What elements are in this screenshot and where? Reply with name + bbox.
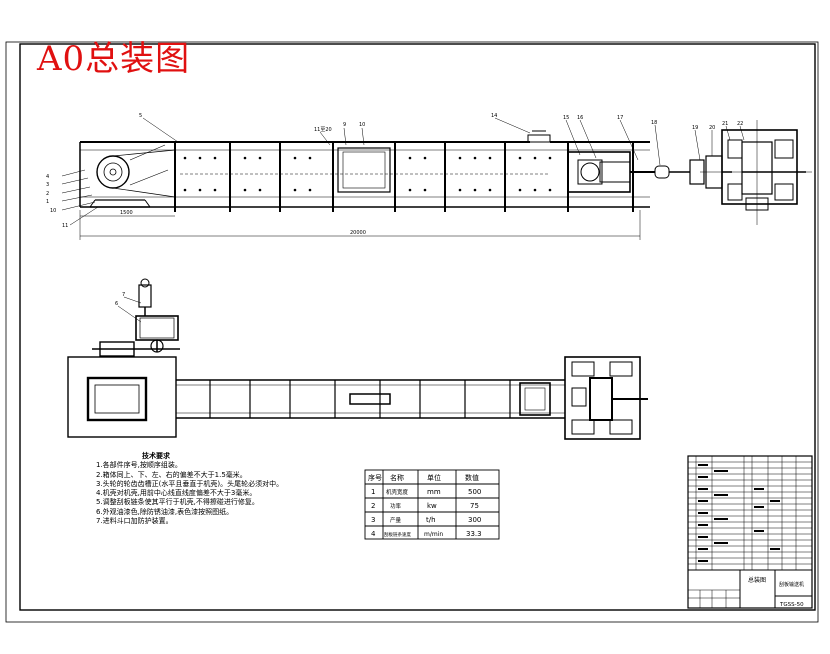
callout-1: 1 (46, 199, 49, 205)
technical-requirements: 技术要求 1.各部件序号,按顺序组装。 2.箱体同上、下、左、右的偏差不大于1.… (96, 452, 283, 526)
parts-list-marks (698, 464, 780, 562)
drawing-number: TGSS-50 (779, 602, 804, 608)
callout-17: 17 (617, 115, 623, 121)
callout-6: 6 (115, 301, 118, 307)
title-block-text: 总装图 刮板输送机 TGSS-50 (748, 576, 804, 608)
spec-row3-no: 3 (371, 516, 375, 524)
outer-frame (5, 41, 819, 623)
dim-20000: 20000 (350, 230, 366, 236)
spec-row2-no: 2 (371, 502, 375, 510)
callout-5: 5 (139, 113, 142, 119)
inner-frame (19, 43, 816, 611)
callout-11-20: 11至20 (314, 127, 332, 133)
callout-2: 2 (46, 191, 49, 197)
spec-row2-value: 75 (470, 502, 479, 510)
spec-header-value: 数值 (465, 473, 479, 482)
tech-req-item: 1.各部件序号,按顺序组装。 (96, 461, 182, 470)
spec-table-text: 序号 名称 单位 数值 1 机壳宽度 mm 500 2 功率 kw 75 3 产… (368, 473, 482, 538)
callout-10b: 10 (359, 122, 365, 128)
sheet-title: A0总装图 (37, 39, 191, 79)
dim-1500: 1500 (120, 210, 133, 216)
callout-3: 3 (46, 182, 49, 188)
spec-row1-name: 机壳宽度 (386, 488, 409, 496)
spec-row3-name: 产量 (390, 516, 402, 524)
part-name: 刮板输送机 (779, 581, 804, 588)
top-view-callouts: 4 3 2 1 10 11 5 11至20 9 10 14 15 16 17 1… (46, 113, 743, 236)
callout-7: 7 (122, 292, 125, 298)
callout-22: 22 (737, 121, 743, 127)
drawing-name: 总装图 (748, 576, 766, 584)
spec-header-no: 序号 (368, 473, 382, 482)
plan-view (67, 278, 648, 440)
spec-row4-name: 刮板链条速度 (384, 531, 411, 538)
callout-20: 20 (709, 125, 715, 131)
spec-header-unit: 单位 (427, 473, 441, 482)
callout-11: 11 (62, 223, 68, 229)
spec-row2-name: 功率 (390, 502, 402, 510)
callout-19: 19 (692, 125, 698, 131)
tech-req-item: 4.机壳对机壳,用前中心线直线度偏差不大于3毫米。 (96, 489, 257, 498)
callout-18: 18 (651, 120, 657, 126)
callout-15: 15 (563, 115, 569, 121)
callout-9: 9 (343, 122, 346, 128)
tech-req-item: 3.头轮的轮齿齿槽正(水平且垂直于机壳)。头尾轮必须对中。 (96, 479, 284, 488)
spec-row4-unit: m/min (424, 531, 443, 538)
spec-header-name: 名称 (390, 473, 404, 482)
spec-row4-no: 4 (371, 530, 376, 538)
callout-21: 21 (722, 121, 728, 127)
tech-req-item: 6.外观油漆色,除防锈油漆,表色漆按照图纸。 (96, 507, 234, 516)
spec-row3-value: 300 (468, 516, 481, 524)
spec-table (364, 469, 500, 540)
tech-req-heading: 技术要求 (142, 452, 170, 460)
spec-row4-value: 33.3 (466, 530, 482, 538)
spec-row2-unit: kw (427, 502, 437, 510)
callout-14: 14 (491, 113, 497, 119)
plan-view-callouts: 7 6 (115, 292, 125, 307)
spec-row1-value: 500 (468, 488, 481, 496)
tech-req-item: 7.进料斗口加防护装置。 (96, 517, 173, 526)
callout-4: 4 (46, 174, 49, 180)
spec-row1-no: 1 (371, 488, 375, 496)
top-view (61, 117, 812, 240)
parts-list (687, 455, 813, 609)
tech-req-item: 5.调整刮板链条使其平行于机壳,不得擦碰进行修复。 (96, 498, 259, 507)
callout-16: 16 (577, 115, 583, 121)
callout-10: 10 (50, 208, 56, 214)
spec-row1-unit: mm (427, 488, 441, 496)
tech-req-item: 2.箱体同上、下、左、右的偏差不大于1.5毫米。 (96, 470, 247, 479)
spec-row3-unit: t/h (426, 516, 436, 524)
